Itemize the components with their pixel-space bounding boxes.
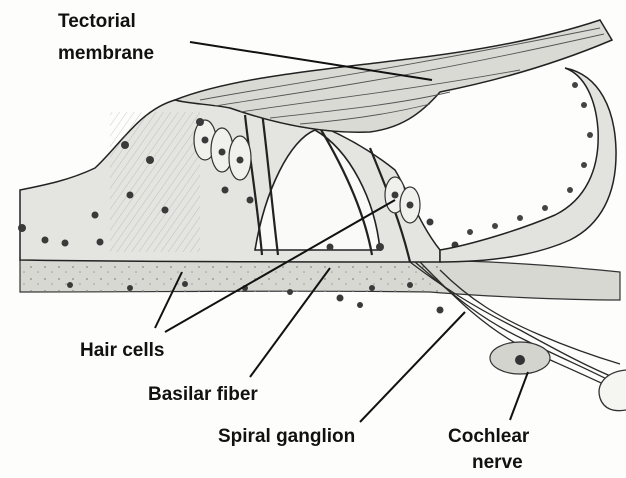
tectorial-label-line2: membrane [58, 43, 154, 65]
cochlear-label-line2: nerve [472, 452, 523, 474]
tissue-hatch [110, 112, 200, 252]
cochlear-nerve-circle [599, 370, 626, 411]
hair-cells-label: Hair cells [80, 340, 165, 362]
tectorial-label-line1: Tectorial [58, 11, 136, 33]
spiral-ganglion-label: Spiral ganglion [218, 426, 355, 448]
cochlear-label-line1: Cochlear [448, 426, 529, 448]
outer-sulcus-wall [440, 68, 616, 262]
stipple-band [20, 262, 440, 292]
ganglion-cell [515, 355, 525, 365]
basilar-fiber-label: Basilar fiber [148, 384, 258, 406]
